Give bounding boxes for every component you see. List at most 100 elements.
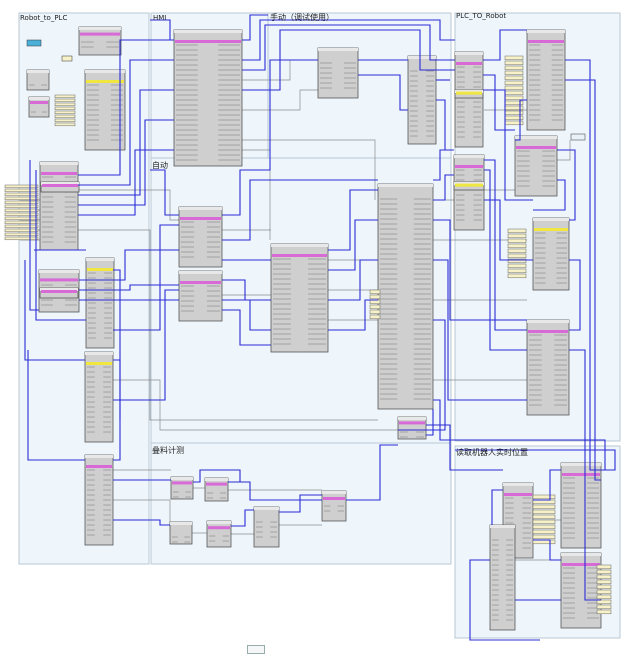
wire-primary-55 — [231, 509, 254, 527]
function-block-title-bar — [271, 244, 328, 247]
function-block-title-bar — [179, 207, 222, 210]
wire-primary-67 — [515, 99, 527, 141]
wire-primary-45 — [328, 299, 378, 331]
output-connector — [504, 60, 524, 66]
wire-primary-54 — [228, 481, 322, 501]
function-block-body — [206, 520, 232, 548]
function-block — [453, 154, 485, 231]
output-connector — [532, 509, 556, 515]
output-connector — [596, 594, 612, 600]
function-block-title-bar — [408, 56, 436, 59]
wire-secondary-28 — [557, 140, 571, 161]
function-block-title-bar — [322, 491, 346, 494]
function-block-title-bar — [503, 483, 533, 486]
function-block-title-bar — [27, 70, 49, 73]
function-block-body — [377, 183, 434, 410]
function-block-title-bar — [207, 521, 231, 524]
function-block-title-bar — [79, 27, 121, 30]
function-block-title-bar — [254, 507, 279, 510]
function-block-title-bar — [455, 52, 483, 55]
function-block-header-magenta — [455, 165, 483, 168]
wire-primary-16 — [242, 29, 455, 91]
scroll-position-tab[interactable] — [247, 645, 265, 654]
function-block-body — [169, 521, 193, 545]
output-connector — [507, 248, 527, 254]
output-connector — [507, 238, 527, 244]
input-connector — [369, 289, 381, 295]
function-block-header-magenta — [30, 101, 48, 104]
function-block-header-magenta — [528, 40, 564, 43]
output-connector — [532, 499, 556, 505]
function-block-header-magenta — [208, 526, 230, 530]
output-connector — [596, 589, 612, 595]
function-block-body — [204, 477, 229, 502]
function-block-header-magenta — [80, 32, 120, 36]
function-block-title-bar — [179, 271, 222, 274]
function-block-body — [454, 51, 484, 148]
section-label-manual: 手动（调试使用） — [270, 13, 334, 22]
function-block-header-yellow — [87, 268, 113, 271]
tag-connector — [61, 55, 73, 62]
input-connector — [4, 228, 39, 233]
wire-primary-46 — [150, 169, 179, 216]
wire-primary-37 — [222, 179, 378, 241]
function-block-body — [78, 26, 122, 56]
function-block-title-bar — [454, 182, 484, 185]
input-connector — [4, 212, 39, 217]
input-connector — [4, 208, 39, 213]
function-block-title-bar — [533, 218, 569, 221]
output-connector — [507, 263, 527, 269]
input-connector — [54, 110, 76, 115]
output-connector — [532, 504, 556, 510]
function-block-header-magenta — [504, 493, 532, 496]
output-connector — [504, 55, 524, 61]
wire-primary-21 — [483, 29, 527, 61]
wire-primary-57 — [346, 444, 398, 501]
wire-primary-24 — [484, 159, 527, 331]
function-block — [489, 524, 516, 631]
output-connector — [532, 534, 556, 540]
input-connector — [369, 299, 381, 305]
function-block-title-bar — [527, 320, 569, 323]
input-connector — [54, 114, 76, 119]
function-block — [40, 181, 80, 193]
section-frame-stack-count — [150, 442, 452, 565]
function-block — [526, 29, 566, 131]
function-block-header-magenta — [456, 62, 482, 65]
function-block — [560, 552, 602, 629]
section-label-auto: 自动 — [152, 161, 168, 170]
wire-primary-47 — [113, 224, 179, 331]
wire-primary-50 — [113, 359, 121, 420]
output-connector — [532, 529, 556, 535]
function-block-title-bar — [85, 70, 125, 73]
function-block-header-magenta — [516, 146, 556, 149]
function-block — [39, 161, 79, 251]
wire-primary-32 — [433, 174, 454, 201]
function-block-header-magenta — [172, 481, 192, 485]
input-connector — [369, 314, 381, 320]
wire-primary-25 — [484, 169, 527, 351]
function-block — [253, 506, 280, 548]
input-connector — [54, 118, 76, 123]
wire-primary-56 — [279, 494, 322, 513]
function-block-title-bar — [561, 553, 601, 556]
input-connector — [4, 232, 39, 237]
wire-primary-52 — [113, 519, 170, 526]
function-block — [204, 477, 229, 502]
function-block-title-bar — [170, 522, 192, 525]
function-block — [377, 183, 434, 410]
output-connector — [507, 273, 527, 279]
function-block-title-bar — [515, 136, 557, 139]
output-connector — [532, 519, 556, 525]
wire-primary-29 — [569, 349, 601, 601]
input-connector — [54, 122, 76, 127]
function-block-header-magenta — [175, 40, 241, 43]
input-connector — [4, 216, 39, 221]
function-block-header-magenta — [180, 217, 221, 220]
function-block-header-magenta — [40, 278, 78, 282]
function-block-title-bar — [85, 352, 113, 355]
function-block-header-magenta — [528, 330, 568, 333]
input-connector — [369, 294, 381, 300]
function-block — [173, 29, 243, 167]
